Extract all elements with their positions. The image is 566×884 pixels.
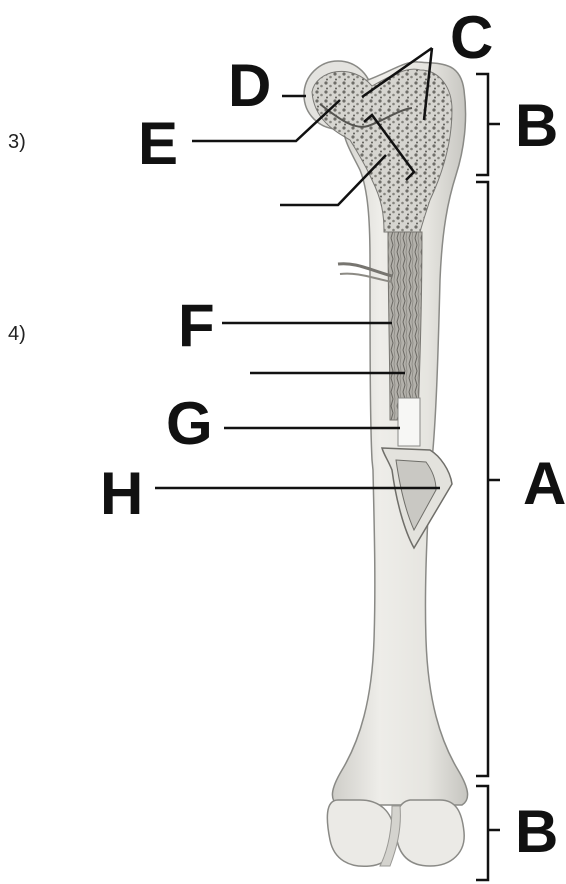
femur-bone xyxy=(304,61,468,866)
label-c: C xyxy=(450,4,493,71)
label-e: E xyxy=(138,110,178,177)
label-b-top: B xyxy=(515,92,558,159)
label-b-bottom: B xyxy=(515,798,558,865)
bracket-b-bottom xyxy=(476,786,488,880)
bracket-a xyxy=(476,182,488,776)
bracket-b-top xyxy=(476,74,488,175)
label-h: H xyxy=(100,460,143,527)
question-number-4: 4) xyxy=(8,323,26,345)
bone-condyle-right xyxy=(396,800,465,866)
label-d: D xyxy=(228,52,271,119)
compact-bone-layer xyxy=(398,398,420,446)
medullary-cavity xyxy=(388,232,422,420)
label-g: G xyxy=(166,390,213,457)
region-brackets xyxy=(476,74,500,880)
question-number-3: 3) xyxy=(8,131,26,153)
label-f: F xyxy=(178,292,215,359)
label-a: A xyxy=(523,450,566,517)
